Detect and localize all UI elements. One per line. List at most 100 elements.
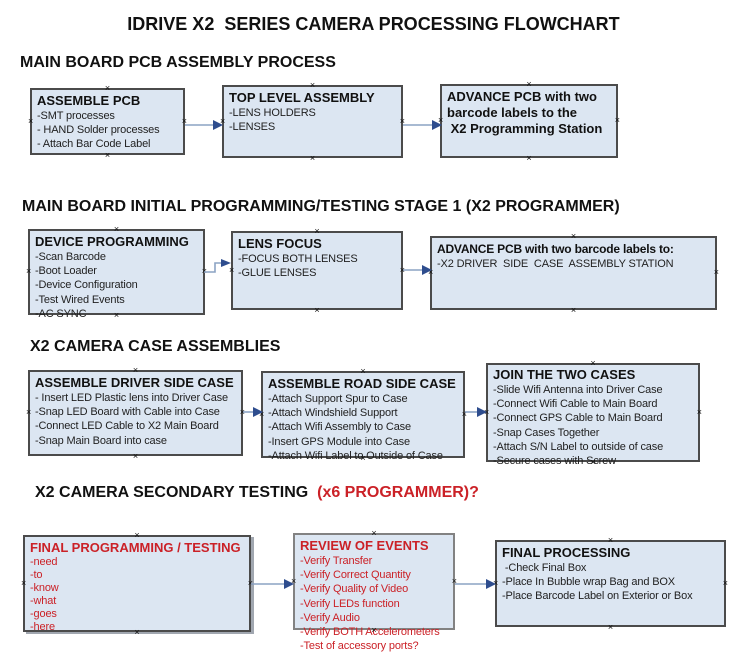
arrow-head-icon — [253, 407, 263, 417]
box-items: -FOCUS BOTH LENSES -GLUE LENSES — [238, 252, 396, 280]
box-item: -AC SYNC — [35, 307, 87, 320]
box-item: -Slide Wifi Antenna into Driver Case — [493, 384, 663, 396]
box-item: -Boot Loader — [35, 265, 97, 278]
box-item: -Check Final Box — [502, 562, 587, 574]
box-item: -Attach Support Spur to Case — [268, 393, 408, 405]
box-item: -Connect Wifi Cable to Main Board — [493, 398, 658, 411]
anchor-x-icon: × — [113, 224, 120, 234]
box-item: -Verify LEDs function — [300, 597, 400, 610]
box-item: - Insert LED Plastic lens into Driver Ca… — [35, 392, 228, 404]
box-item: -need — [30, 556, 58, 568]
flow-arrow — [243, 407, 263, 417]
box-title: ASSEMBLE DRIVER SIDE CASE — [35, 375, 234, 390]
box-items: -Scan Barcode-Boot Loader-Device Configu… — [35, 250, 198, 321]
box-item: -Attach Wifi Assembly to Case — [268, 421, 411, 434]
box-title: FINAL PROCESSING — [502, 545, 631, 560]
flow-box-assemble-driver-side-case: ASSEMBLE DRIVER SIDE CASE - Insert LED P… — [26, 366, 245, 461]
section-heading-black-part: X2 CAMERA SECONDARY TESTING — [35, 484, 309, 501]
anchor-x-icon: × — [360, 366, 366, 376]
box-items: -Check Final Box -Place In Bubble wrap Ba… — [502, 561, 719, 604]
box-items: -need-to-know-what-goes-here — [30, 556, 244, 634]
flow-arrow-elbow — [204, 259, 231, 273]
section-heading-secondary-testing: X2 CAMERA SECONDARY TESTING (x6 PROGRAMM… — [35, 484, 479, 502]
box-item: -here — [30, 621, 55, 633]
box-title: FINAL PROGRAMMING / TESTING — [30, 540, 241, 555]
anchor-x-icon: × — [526, 79, 532, 89]
box-title: REVIEW OF EVENTS — [300, 538, 429, 553]
section-heading-case-assemblies: X2 CAMERA CASE ASSEMBLIES — [30, 338, 281, 355]
section-heading-red-part: (x6 PROGRAMMER)? — [308, 484, 479, 501]
flow-box-device-programming: DEVICE PROGRAMMING -Scan Barcode-Boot Lo… — [26, 225, 207, 320]
anchor-x-icon: × — [371, 528, 377, 538]
flow-arrow — [403, 120, 442, 130]
anchor-x-icon: × — [614, 115, 620, 126]
box-items: -LENS HOLDERS-LENSES — [229, 106, 396, 134]
box-title: LENS FOCUS — [238, 236, 322, 251]
box-title: TOP LEVEL ASSEMBLY — [229, 90, 375, 105]
box-item: -Snap Cases Together — [493, 426, 600, 439]
anchor-x-icon: × — [314, 305, 320, 315]
box-item: -Test of accessory ports? — [300, 640, 419, 653]
anchor-x-icon: × — [132, 365, 139, 375]
box-item: -Insert GPS Module into Case — [268, 435, 410, 448]
flow-box-final-processing: FINAL PROCESSING -Check Final Box -Place … — [493, 536, 728, 632]
flow-box-top-level-assembly: TOP LEVEL ASSEMBLY -LENS HOLDERS-LENSES … — [220, 81, 405, 163]
anchor-x-icon: × — [21, 577, 27, 588]
box-item: -X2 DRIVER SIDE CASE ASSEMBLY STATION — [437, 258, 674, 270]
arrow-head-icon — [422, 265, 432, 275]
anchor-x-icon: × — [713, 267, 719, 278]
flow-box-advance-to-programming-station: ADVANCE PCB with two barcode labels to t… — [438, 80, 620, 163]
anchor-x-icon: × — [104, 83, 111, 93]
arrow-head-icon — [486, 579, 496, 589]
box-title: JOIN THE TWO CASES — [493, 367, 636, 382]
anchor-x-icon: × — [26, 407, 32, 418]
arrow-line — [204, 262, 222, 273]
flow-arrow — [403, 265, 432, 275]
anchor-x-icon: × — [28, 115, 34, 126]
anchor-x-icon: × — [607, 535, 614, 545]
box-item: -FOCUS BOTH LENSES — [238, 253, 358, 265]
section-heading-pcb-assembly: MAIN BOARD PCB ASSEMBLY PROCESS — [20, 54, 336, 71]
box-item: -GLUE LENSES — [238, 267, 317, 280]
box-title: ADVANCE PCB with two barcode labels to t… — [447, 89, 603, 136]
box-item: -Secure cases with Screw — [493, 455, 616, 468]
flow-arrow — [251, 579, 294, 589]
arrow-head-icon — [284, 579, 294, 589]
box-item: -Attach Windshield Support — [268, 407, 398, 420]
box-item: -Verify Quality of Video — [300, 583, 409, 596]
box-items: -SMT processes- HAND Solder processes- A… — [37, 109, 178, 152]
box-item: -to — [30, 569, 43, 581]
anchor-x-icon: × — [134, 530, 140, 540]
box-item: -Snap Main Board into case — [35, 434, 167, 447]
box-title: DEVICE PROGRAMMING — [35, 234, 189, 249]
box-items: -Attach Support Spur to Case -Attach Wind… — [268, 392, 458, 463]
box-item: -what — [30, 595, 57, 607]
box-item: -Verify Correct Quantity — [300, 569, 411, 582]
box-title: ASSEMBLE ROAD SIDE CASE — [268, 376, 456, 391]
box-item: -Attach Wifi Label to Outside of Case — [268, 449, 443, 462]
flow-box-advance-to-case-assembly-station: ADVANCE PCB with two barcode labels to: … — [428, 232, 719, 315]
box-items: -Verify Transfer-Verify Correct Quantity… — [300, 554, 448, 653]
box-items: -X2 DRIVER SIDE CASE ASSEMBLY STATION — [437, 257, 710, 271]
flow-box-join-two-cases: JOIN THE TWO CASES -Slide Wifi Antenna i… — [484, 359, 702, 468]
box-item: -SMT processes — [37, 110, 115, 122]
anchor-x-icon: × — [314, 226, 320, 236]
anchor-x-icon: × — [607, 622, 614, 632]
page-title: IDRIVE X2 SERIES CAMERA PROCESSING FLOWC… — [127, 14, 620, 34]
anchor-x-icon: × — [526, 153, 532, 163]
flow-arrow — [185, 120, 223, 130]
section-heading-initial-programming: MAIN BOARD INITIAL PROGRAMMING/TESTING S… — [22, 198, 620, 215]
box-item: - HAND Solder processes — [37, 124, 160, 137]
flow-box-assemble-pcb: ASSEMBLE PCB -SMT processes- HAND Solder… — [28, 84, 187, 160]
arrow-head-icon — [477, 407, 487, 417]
flow-box-lens-focus: LENS FOCUS -FOCUS BOTH LENSES -GLUE LENSE… — [229, 227, 405, 315]
arrow-head-icon — [221, 259, 231, 267]
box-item: -Snap LED Board with Cable into Case — [35, 406, 220, 419]
anchor-x-icon: × — [570, 305, 577, 315]
box-item: -know — [30, 582, 59, 594]
box-item: -Verify BOTH Accelerometers — [300, 626, 440, 639]
box-items: -Slide Wifi Antenna into Driver Case -Con… — [493, 383, 693, 468]
box-item: -Connect LED Cable to X2 Main Board — [35, 420, 219, 433]
box-item: -Place In Bubble wrap Bag and BOX — [502, 576, 675, 589]
